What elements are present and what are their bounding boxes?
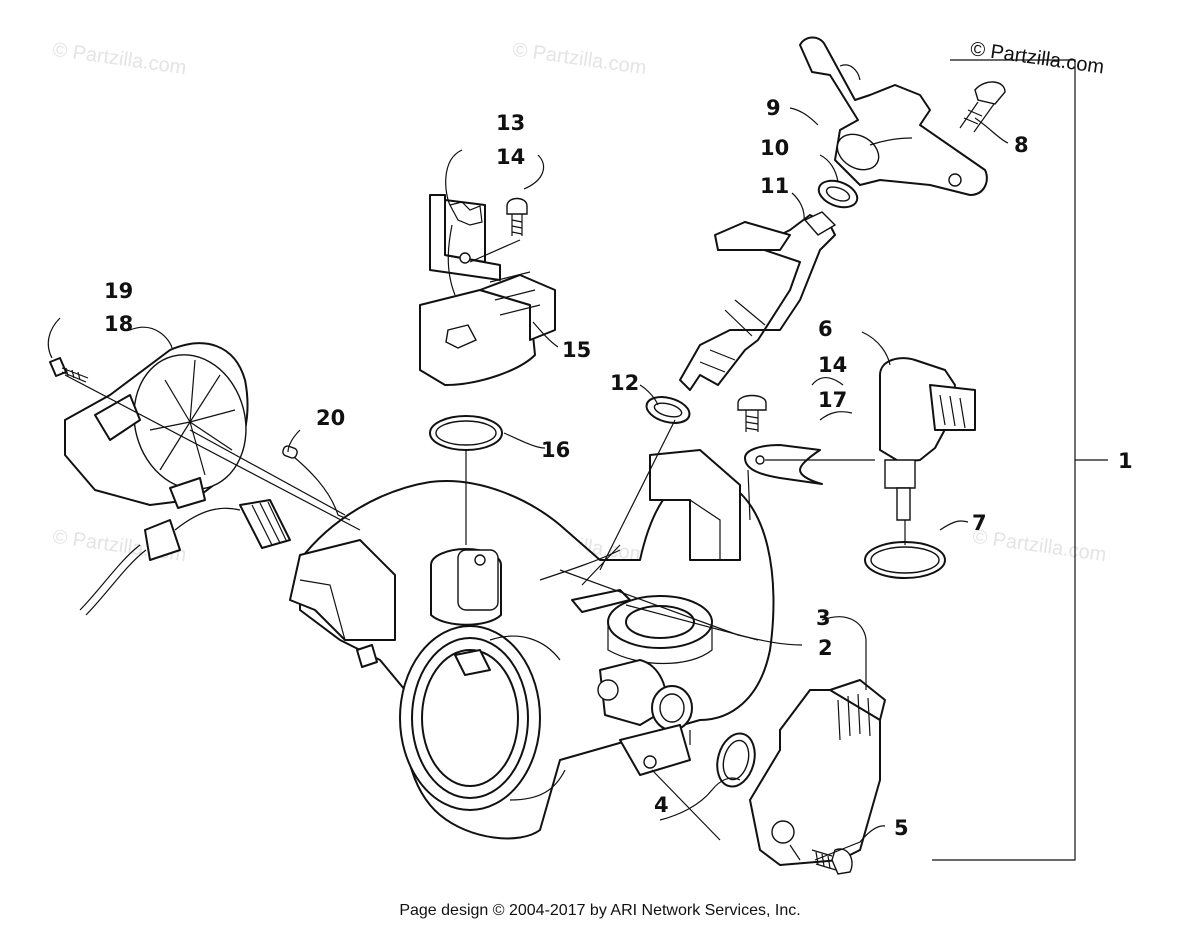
callout-12: 12 [610,371,639,395]
callout-9: 9 [766,96,781,120]
callout-4: 4 [654,793,669,817]
o-ring-4 [716,732,756,788]
callout-16: 16 [541,438,570,462]
screw-14 [737,394,767,432]
callout-17: 17 [818,388,847,412]
fuel-rail [799,36,988,196]
o-ring-7 [864,541,946,579]
throttle-position-sensor [749,679,886,866]
callout-14b: 14 [818,353,847,377]
leader-lines [47,107,1009,861]
washer-10 [817,179,859,209]
o-ring-16 [429,415,503,451]
seal-12 [645,396,691,424]
screw-8 [959,81,1006,133]
footer-copyright: Page design © 2004-2017 by ARI Network S… [399,902,801,919]
screw-19 [49,357,89,383]
callout-7: 7 [972,511,987,535]
callout-19: 19 [104,279,133,303]
sensor-cable [79,445,351,616]
callout-2: 2 [818,636,833,660]
callout-15: 15 [562,338,591,362]
callout-3: 3 [816,606,831,630]
callout-11: 11 [760,174,789,198]
callout-5: 5 [894,816,909,840]
throttle-cover [64,342,249,509]
throttle-body [289,449,775,840]
retainer-bracket [429,194,528,281]
callout-8: 8 [1014,133,1029,157]
callout-13: 13 [496,111,525,135]
screw-5 [811,848,853,875]
callout-14a: 14 [496,145,525,169]
map-sensor [419,271,556,386]
callout-6: 6 [818,317,833,341]
fuel-injector [679,211,837,391]
temp-sensor [879,357,976,521]
callout-20: 20 [316,406,345,430]
callout-10: 10 [760,136,789,160]
callout-1: 1 [1118,449,1133,473]
retainer-clip-17 [744,444,823,485]
assembly-bracket [932,59,1108,861]
callout-18: 18 [104,312,133,336]
